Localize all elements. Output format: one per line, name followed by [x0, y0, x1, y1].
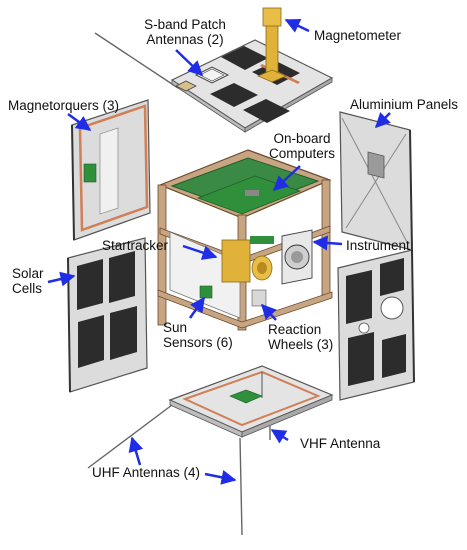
label-solar-line1: Solar [12, 266, 44, 281]
arrow-startracker [182, 244, 218, 260]
label-sun-line1: Sun [163, 320, 188, 335]
solar-cell [348, 332, 374, 386]
magnetometer-head [262, 7, 282, 27]
solar-cell [110, 306, 137, 360]
label-magnetometer: Magnetometer [314, 28, 402, 43]
label-uhf-antennas: UHF Antennas (4) [92, 465, 201, 480]
solar-panel-left [67, 237, 148, 393]
startracker [221, 239, 251, 283]
solar-cell [78, 315, 104, 368]
arrow-reaction-wheels [260, 303, 277, 321]
central-frame [157, 149, 333, 331]
sun-sensor [199, 285, 213, 299]
reaction-wheel [251, 289, 267, 307]
arrow-solar [47, 271, 76, 287]
label-sband-line2: Antennas (2) [146, 32, 224, 47]
label-aluminium-panels: Aluminium Panels [350, 97, 459, 112]
aluminium-panel [339, 111, 413, 251]
label-reaction-line2: Wheels (3) [268, 337, 334, 352]
label-startracker: Startracker [102, 238, 169, 253]
arrow-sband [175, 49, 204, 77]
arrow-onboard [272, 165, 301, 192]
top-panel [94, 7, 334, 133]
solar-cell [346, 270, 372, 324]
magnetorquer-panel [71, 99, 151, 241]
callout-arrows [47, 18, 391, 485]
arrow-magnetometer [284, 18, 310, 33]
label-solar-cells: Solar Cells [12, 266, 44, 296]
label-instrument: Instrument [346, 238, 410, 253]
solar-panel-right [337, 249, 415, 401]
solar-cell [382, 334, 406, 378]
solar-cell [380, 258, 404, 296]
label-magnetorquers: Magnetorquers (3) [8, 98, 120, 113]
top-solar-cell [221, 46, 268, 70]
label-sun-sensors: Sun Sensors (6) [163, 320, 233, 350]
arrow-magnetorquers [67, 112, 92, 132]
label-vhf-antenna: VHF Antenna [300, 436, 381, 451]
top-solar-cell [210, 83, 258, 107]
arrow-aluminium [374, 112, 391, 129]
label-onboard-line1: On-board [273, 131, 331, 146]
arrow-sun-sensors [188, 296, 206, 319]
arrow-uhf-1 [128, 436, 144, 466]
magnetorquer-board [83, 163, 97, 183]
solar-cell [109, 251, 135, 303]
top-solar-cell [243, 99, 290, 123]
label-sband: S-band Patch Antennas (2) [130, 17, 240, 47]
sband-patch-antenna [194, 66, 230, 84]
uhf-antenna-element [87, 404, 173, 469]
magnetometer-mast [265, 21, 279, 73]
label-reaction-line1: Reaction [268, 322, 322, 337]
arrow-instrument [312, 235, 343, 251]
solar-cell [77, 259, 103, 310]
bottom-panel [87, 365, 334, 536]
label-onboard-line2: Computers [268, 146, 336, 161]
label-solar-line2: Cells [12, 281, 43, 296]
label-onboard: On-board Computers [262, 131, 342, 161]
label-reaction-wheels: Reaction Wheels (3) [268, 322, 333, 352]
label-sband-line1: S-band Patch [144, 17, 226, 32]
arrow-vhf [270, 428, 289, 444]
label-sun-line2: Sensors (6) [163, 335, 233, 350]
uhf-antenna-element [239, 437, 243, 536]
arrow-uhf-2 [204, 469, 237, 485]
